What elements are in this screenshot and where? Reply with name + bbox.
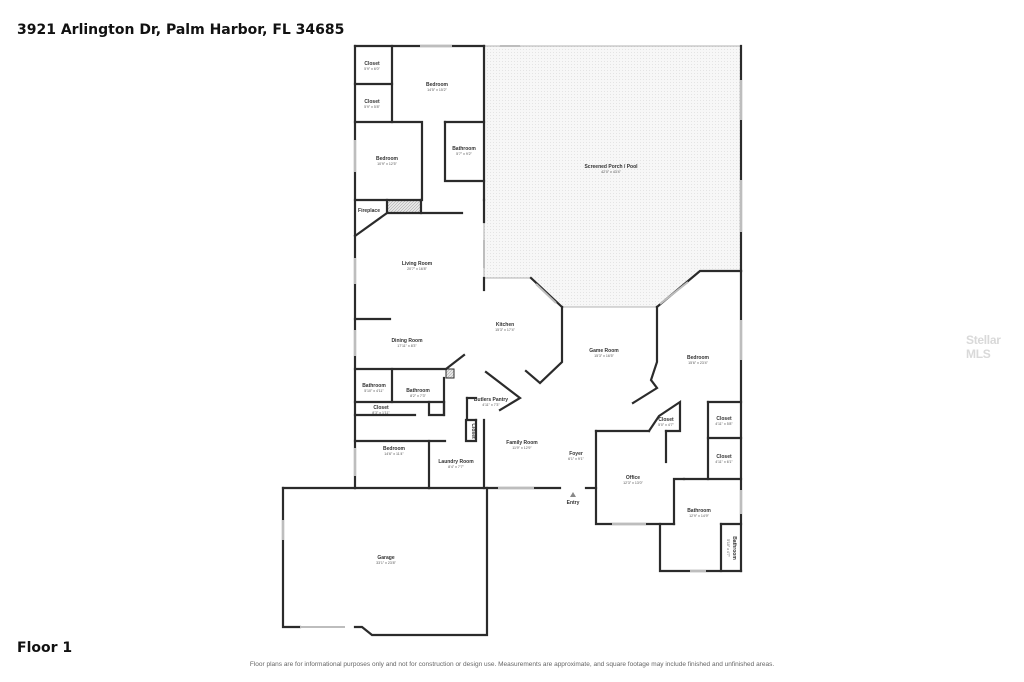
bathroom-n-label: Bathroom [452, 146, 476, 152]
disclaimer-text: Floor plans are for informational purpos… [249, 661, 775, 668]
closet-e2-label: Closet [716, 454, 732, 460]
page-title: 3921 Arlington Dr, Palm Harbor, FL 34685 [17, 22, 345, 38]
foyer-label: Foyer [569, 451, 583, 457]
walls [281, 44, 743, 637]
dining-dims: 17'11" x 8'3" [397, 344, 417, 348]
kitchen-dims: 15'3" x 17'4" [495, 328, 515, 332]
bedroom-sw-label: Bedroom [383, 446, 406, 452]
closet-b-label: Closet [364, 99, 380, 105]
office-dims: 12'3" x 13'0" [623, 481, 643, 485]
game-dims: 15'3" x 16'5" [594, 354, 614, 358]
bathroom-se-label: Bathroom [687, 508, 711, 514]
kitchen-label: Kitchen [496, 322, 514, 328]
closet-b-dims: 5'9" x 5'8" [364, 105, 380, 109]
butlers-dims: 4'11" x 7'3" [482, 403, 500, 407]
bedroom-nw-label: Bedroom [426, 82, 449, 88]
bathroom-sw2-label: Bathroom [406, 388, 430, 394]
porch-label: Screened Porch / Pool [584, 164, 638, 170]
porch-floor [484, 46, 741, 307]
garage-label: Garage [377, 555, 394, 561]
closet-a-dims: 5'9" x 6'0" [364, 67, 380, 71]
bathroom-vert-dims: 5'10" x 4'7" [726, 539, 730, 557]
bedroom-sw-dims: 14'6" x 11'4" [384, 452, 404, 456]
floor-label: Floor 1 [17, 640, 73, 656]
watermark-logo: Stellar MLS [966, 333, 1001, 361]
dining-hatch [445, 368, 455, 379]
family-label: Family Room [506, 440, 538, 446]
dining-label: Dining Room [391, 338, 423, 344]
laundry-dims: 8'4" x 7'7" [448, 465, 464, 469]
bedroom-w-label: Bedroom [376, 156, 399, 162]
windows [282, 45, 742, 628]
fireplace-hatch [386, 199, 422, 214]
bathroom-se-dims: 12'9" x 14'9" [689, 514, 709, 518]
closet-sw-label: Closet [373, 405, 389, 411]
closet-vert-label: Closet [470, 423, 476, 439]
office-label: Office [626, 475, 640, 481]
bathroom-sw1-dims: 5'10" x 4'11" [364, 389, 384, 393]
foyer-dims: 6'1" x 9'1" [568, 457, 584, 461]
closet-e2-dims: 4'11" x 6'1" [715, 460, 733, 464]
bathroom-sw1-label: Bathroom [362, 383, 386, 389]
entry-marker [570, 492, 576, 497]
closet-sw-dims: 8'3" x 1'11" [372, 411, 390, 415]
closet-e1-label: Closet [716, 416, 732, 422]
butlers-label: Butlers Pantry [474, 397, 508, 403]
bedroom-nw-dims: 14'5" x 15'2" [427, 88, 447, 92]
bedroom-w-dims: 10'9" x 12'5" [377, 162, 397, 166]
laundry-label: Laundry Room [438, 459, 474, 465]
bathroom-sw2-dims: 8'2" x 7'3" [410, 394, 426, 398]
game-label: Game Room [589, 348, 619, 354]
bedroom-e-label: Bedroom [687, 355, 710, 361]
bathroom-vert-label: Bathroom [731, 536, 737, 560]
closet-mid-label: Closet [658, 417, 674, 423]
fireplace-label: Fireplace [358, 208, 380, 214]
living-dims: 20'7" x 16'8" [407, 267, 427, 271]
closet-mid-dims: 5'0" x 4'7" [658, 423, 674, 427]
room-labels: Closet 5'9" x 6'0" Closet 5'9" x 5'8" Be… [358, 61, 737, 565]
closet-e1-dims: 4'11" x 5'8" [715, 422, 733, 426]
family-dims: 11'9" x 12'9" [512, 446, 532, 450]
living-label: Living Room [402, 261, 433, 267]
entry-label: Entry [567, 500, 580, 506]
bathroom-n-dims: 5'7" x 9'2" [456, 152, 472, 156]
garage-dims: 33'1" x 23'8" [376, 561, 396, 565]
porch-dims: 42'0" x 43'4" [601, 170, 621, 174]
bedroom-e-dims: 15'6" x 23'4" [688, 361, 708, 365]
closet-a-label: Closet [364, 61, 380, 67]
